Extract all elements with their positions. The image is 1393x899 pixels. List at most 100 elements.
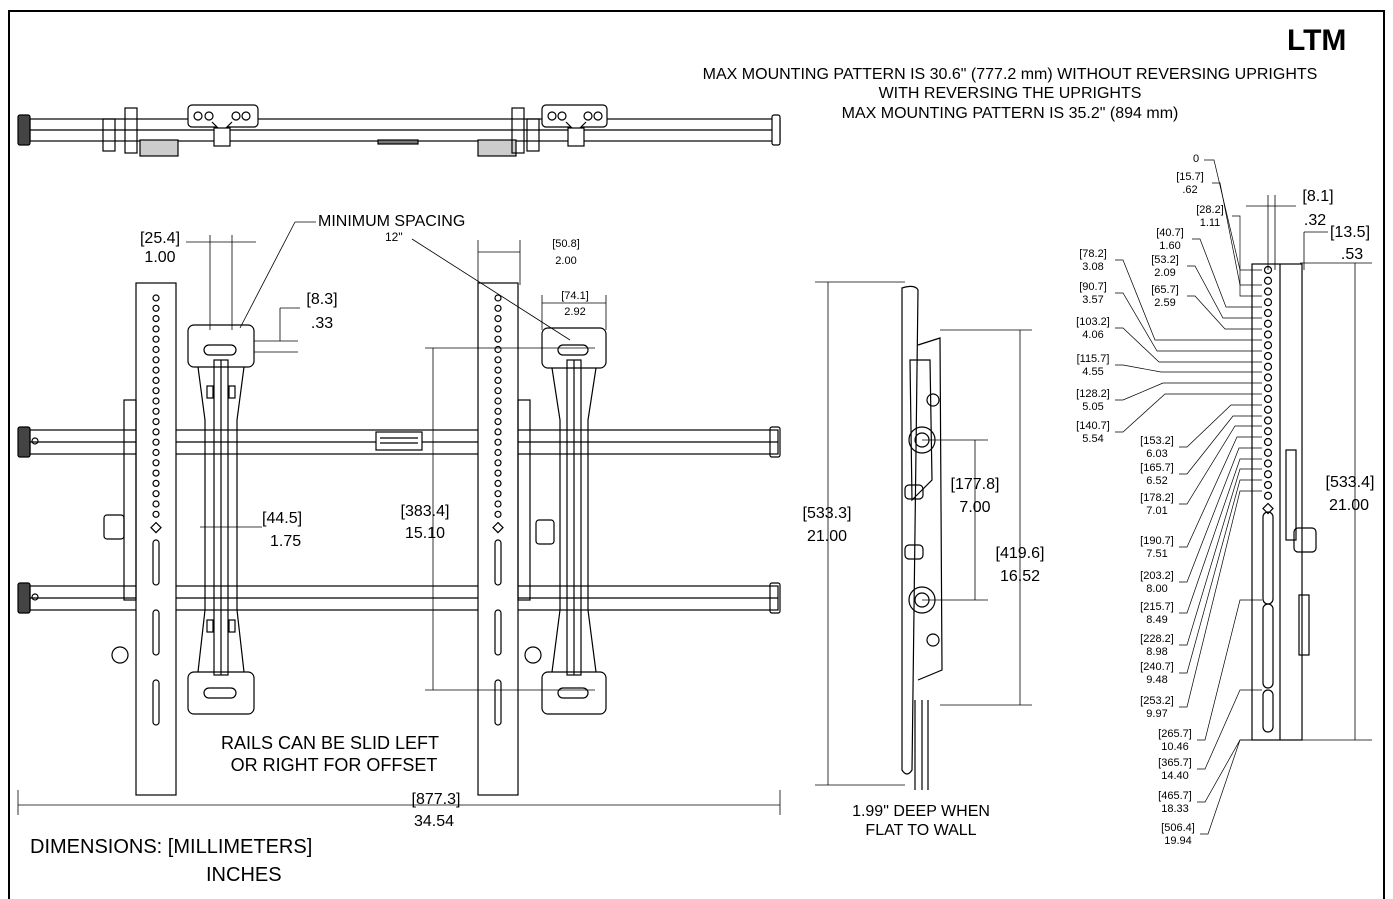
upright-hole bbox=[494, 448, 502, 457]
hole-dim-in: 14.40 bbox=[1161, 770, 1189, 782]
detail-diamond-hole bbox=[1262, 502, 1274, 515]
upright-hole bbox=[494, 366, 502, 374]
hole-leader-line bbox=[1115, 393, 1262, 433]
detail-hole bbox=[1263, 319, 1273, 328]
detail-hole bbox=[1263, 427, 1273, 436]
dim-383-4-in: 15.10 bbox=[404, 525, 446, 542]
hole-leader-line bbox=[1179, 479, 1262, 674]
hole-dim-mm: [15.7] bbox=[1176, 171, 1204, 183]
upright-hole bbox=[152, 387, 160, 395]
hole-dim-in: 9.48 bbox=[1146, 674, 1168, 686]
upright-hole bbox=[494, 397, 502, 405]
upright-hole bbox=[494, 304, 502, 312]
upright-hole bbox=[152, 418, 160, 426]
hole-dim-in: 7.01 bbox=[1146, 505, 1168, 517]
hole-dim-mm: [228.2] bbox=[1140, 633, 1174, 645]
dim-74-1-mm: [74.1] bbox=[561, 290, 589, 302]
hole-leader-line bbox=[1212, 182, 1262, 286]
hole-leader-line bbox=[1115, 259, 1262, 341]
depth-note-1: 1.99" DEEP WHEN bbox=[852, 803, 990, 820]
hole-leader-line bbox=[1115, 364, 1262, 373]
hole-leader-line bbox=[1115, 327, 1262, 363]
upright-hole bbox=[494, 479, 502, 487]
dim-383-4-mm: [383.4] bbox=[400, 503, 450, 520]
detail-hole bbox=[1263, 470, 1273, 479]
detail-hole bbox=[1263, 308, 1273, 318]
dim-zero: 0 bbox=[1193, 153, 1200, 165]
note-line-3: MAX MOUNTING PATTERN IS 35.2" (894 mm) bbox=[841, 105, 1179, 122]
detail-hole bbox=[1263, 351, 1273, 361]
upright-hole bbox=[152, 448, 160, 457]
hole-dim-mm: [165.7] bbox=[1140, 462, 1174, 474]
dim-13-5-mm: [13.5] bbox=[1329, 224, 1371, 241]
detail-hole bbox=[1263, 341, 1273, 350]
upright-hole bbox=[152, 500, 160, 508]
hole-dim-in: 5.05 bbox=[1082, 401, 1104, 413]
upright-hole bbox=[494, 325, 502, 333]
dim-177-8-mm: [177.8] bbox=[950, 476, 1000, 493]
upright-hole bbox=[152, 315, 160, 323]
hole-dim-mm: [115.7] bbox=[1076, 353, 1110, 365]
hole-dim-in: 1.60 bbox=[1159, 240, 1181, 252]
hole-leader-line bbox=[1179, 404, 1262, 448]
upright-hole bbox=[152, 490, 160, 498]
upright-hole bbox=[494, 459, 502, 467]
upright-hole bbox=[152, 376, 160, 384]
hole-dim-in: 5.54 bbox=[1082, 433, 1104, 445]
upright-hole bbox=[152, 366, 160, 374]
dim-533-4-in: 21.00 bbox=[1328, 497, 1370, 514]
detail-hole bbox=[1263, 459, 1273, 468]
detail-hole bbox=[1263, 491, 1273, 500]
hole-leader-line bbox=[1179, 490, 1262, 708]
hole-dim-in: 1.11 bbox=[1199, 217, 1221, 229]
hole-leader-line bbox=[1197, 599, 1262, 741]
offset-note-2: OR RIGHT FOR OFFSET bbox=[230, 755, 438, 775]
upright-hole bbox=[152, 469, 160, 477]
hole-dim-in: 4.55 bbox=[1082, 366, 1104, 378]
hole-dim-in: 2.59 bbox=[1154, 297, 1176, 309]
hole-leader-line bbox=[1179, 415, 1262, 475]
hole-dim-in: 8.00 bbox=[1146, 583, 1168, 595]
upright-hole bbox=[494, 376, 502, 384]
hole-leader-line bbox=[1115, 382, 1262, 401]
upright-hole bbox=[152, 356, 160, 364]
upright-hole bbox=[152, 510, 160, 518]
hole-dim-mm: [265.7] bbox=[1158, 728, 1192, 740]
dim-877-3-in: 34.54 bbox=[413, 813, 455, 830]
dim-8-3-mm: [8.3] bbox=[306, 291, 338, 308]
upright-hole bbox=[494, 407, 502, 415]
drawing-frame bbox=[8, 10, 1385, 899]
dim-44-5-in: 1.75 bbox=[270, 533, 302, 550]
hole-dim-in: 3.57 bbox=[1082, 294, 1104, 306]
detail-hole bbox=[1263, 373, 1273, 382]
hole-dim-in: 8.98 bbox=[1146, 646, 1168, 658]
upright-hole bbox=[494, 315, 502, 323]
hole-dim-mm: [128.2] bbox=[1076, 388, 1110, 400]
offset-note-1: RAILS CAN BE SLID LEFT bbox=[220, 733, 440, 753]
dim-50-8-mm: [50.8] bbox=[552, 238, 580, 250]
note-line-2: WITH REVERSING THE UPRIGHTS bbox=[878, 85, 1142, 102]
upright-hole bbox=[152, 325, 160, 333]
zero-leader-line bbox=[1204, 159, 1262, 271]
upright-hole bbox=[152, 428, 160, 436]
upright-hole bbox=[152, 397, 160, 405]
dim-533-3-mm: [533.3] bbox=[802, 505, 852, 522]
hole-dim-in: 6.03 bbox=[1146, 448, 1168, 460]
hole-leader-line bbox=[1200, 739, 1262, 835]
upright-hole bbox=[494, 387, 502, 395]
upright-hole bbox=[152, 407, 160, 415]
hole-leader-line bbox=[1179, 425, 1262, 505]
hole-dim-in: 3.08 bbox=[1082, 261, 1104, 273]
hole-dim-mm: [506.4] bbox=[1161, 822, 1195, 834]
hole-dim-mm: [203.2] bbox=[1140, 570, 1174, 582]
upright-hole bbox=[494, 294, 502, 302]
hole-dim-in: 7.51 bbox=[1146, 548, 1168, 560]
dim-419-6-mm: [419.6] bbox=[995, 545, 1045, 562]
upright-hole bbox=[152, 335, 160, 343]
hole-leader-line bbox=[1192, 238, 1262, 308]
detail-hole bbox=[1263, 437, 1273, 447]
detail-hole bbox=[1263, 405, 1273, 414]
upright-hole bbox=[152, 345, 160, 354]
hole-dim-mm: [465.7] bbox=[1158, 790, 1192, 802]
dim-177-8-in: 7.00 bbox=[959, 499, 991, 516]
